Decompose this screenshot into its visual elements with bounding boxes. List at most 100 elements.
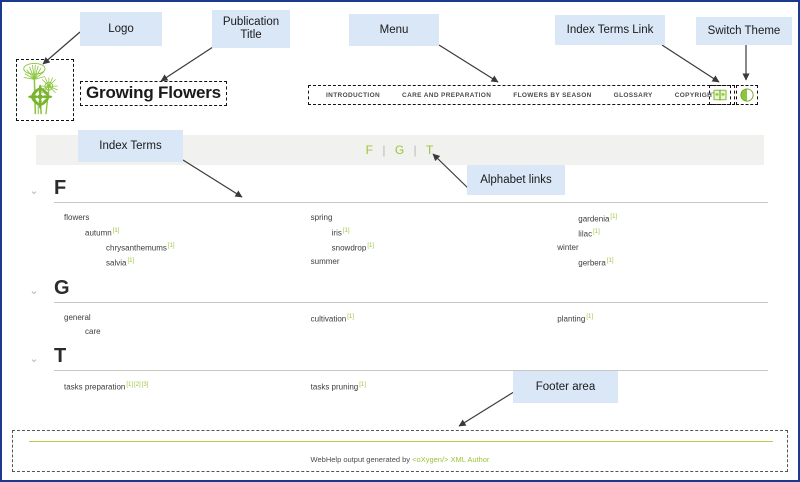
index-term-label: chrysanthemums [106, 243, 167, 253]
section-divider [54, 302, 768, 303]
alphabet-separator: | [413, 143, 418, 157]
index-term[interactable]: planting[1] [521, 311, 768, 326]
chevron-down-icon[interactable]: ⌄ [29, 353, 39, 365]
section-header: ⌄ F [28, 177, 768, 207]
callout-logo: Logo [80, 12, 162, 46]
index-term[interactable]: autumn[1] [28, 225, 275, 240]
index-term[interactable]: tasks pruning[1] [275, 379, 522, 394]
menu-item-care-and-preparation[interactable]: CARE AND PREPARATION [402, 91, 492, 99]
index-term[interactable]: snowdrop[1] [275, 240, 522, 255]
switch-theme-button[interactable] [736, 85, 758, 105]
index-column: spring iris[1] snowdrop[1] summer [275, 207, 522, 270]
section-letter: G [54, 277, 70, 299]
index-term[interactable]: gardenia[1] [521, 211, 768, 226]
menu-item-flowers-by-season[interactable]: FLOWERS BY SEASON [513, 91, 592, 99]
index-ref-link[interactable]: [2] [134, 382, 141, 388]
alphabet-link-t[interactable]: T [425, 143, 435, 157]
menu-item-glossary[interactable]: GLOSSARY [613, 91, 653, 99]
alphabet-link-f[interactable]: F [365, 143, 375, 157]
section-columns: general care cultivation[1] planting[1] [28, 307, 768, 338]
index-ref-link[interactable]: [1] [586, 314, 593, 320]
index-column: planting[1] [521, 307, 768, 338]
logo[interactable] [16, 59, 74, 121]
footer-divider [29, 441, 773, 442]
chevron-down-icon[interactable]: ⌄ [29, 185, 39, 197]
index-term[interactable]: summer [275, 255, 522, 269]
index-terms-link-button[interactable] [709, 85, 731, 105]
alphabet-link-g[interactable]: G [394, 143, 406, 157]
page-title: Growing Flowers [80, 81, 227, 106]
index-column: gardenia[1] lilac[1] winter gerbera[1] [521, 207, 768, 270]
index-term-label: summer [310, 256, 340, 266]
index-term[interactable]: tasks preparation[1][2][3] [28, 379, 275, 394]
index-term-label: spring [310, 213, 333, 222]
index-term[interactable]: iris[1] [275, 225, 522, 240]
index-column: general care [28, 307, 275, 338]
section-columns: tasks preparation[1][2][3] tasks pruning… [28, 375, 768, 394]
index-section-g: ⌄ G general care cultivation[1] planting… [28, 277, 768, 338]
menu-item-copyright[interactable]: COPYRIGHT [674, 91, 717, 99]
index-term-label: general [64, 313, 91, 322]
index-ref-link[interactable]: [1] [593, 229, 600, 236]
index-term[interactable]: lilac[1] [521, 226, 768, 241]
index-term[interactable]: gerbera[1] [521, 255, 768, 270]
index-term-label: winter [557, 243, 579, 253]
callout-index-terms: Index Terms [78, 130, 183, 162]
index-ref-link[interactable]: [1] [367, 242, 374, 249]
flowers-logo-icon [23, 62, 58, 115]
callout-index-terms-link: Index Terms Link [555, 15, 665, 45]
index-term[interactable]: salvia[1] [28, 255, 275, 270]
index-ref-link[interactable]: [1] [126, 382, 134, 388]
index-term[interactable]: general [28, 311, 275, 325]
index-term-label: tasks preparation [64, 382, 126, 392]
index-term-label: gerbera [578, 258, 606, 268]
index-column: flowers autumn[1] chrysanthemums[1] salv… [28, 207, 275, 270]
index-column: tasks preparation[1][2][3] [28, 375, 275, 394]
alphabet-separator: | [382, 143, 387, 157]
callout-footer-area: Footer area [513, 371, 618, 403]
index-ref-link[interactable]: [1] [610, 214, 618, 220]
index-term[interactable]: chrysanthemums[1] [28, 240, 275, 255]
footer-brand-link[interactable]: <oXygen/> XML Author [412, 455, 490, 464]
footer-text-prefix: WebHelp output generated by [310, 455, 413, 464]
chevron-down-icon[interactable]: ⌄ [29, 285, 39, 297]
index-column: cultivation[1] [275, 307, 522, 338]
section-letter: F [54, 177, 67, 199]
index-term-label: planting [557, 314, 586, 324]
index-term-label: lilac [578, 229, 593, 239]
index-ref-link[interactable]: [1] [112, 227, 120, 234]
index-ref-link[interactable]: [1] [359, 382, 366, 388]
index-term-label: gardenia [578, 214, 610, 224]
index-ref-link[interactable]: [1] [347, 314, 354, 320]
callout-alphabet-links: Alphabet links [467, 165, 565, 195]
index-term-label: autumn [85, 228, 112, 238]
callout-menu: Menu [349, 14, 439, 46]
index-ref-link[interactable]: [3] [141, 382, 149, 388]
theme-contrast-icon [740, 88, 754, 102]
index-terms-book-icon [713, 89, 727, 101]
index-ref-link[interactable]: [1] [606, 257, 614, 264]
index-term-label: cultivation [310, 314, 347, 324]
index-term-label: flowers [64, 213, 90, 222]
footer: WebHelp output generated by <oXygen/> XM… [12, 430, 788, 472]
index-term[interactable]: spring [275, 211, 522, 225]
index-term-label: salvia [106, 258, 127, 268]
index-term-label: tasks pruning [310, 382, 359, 392]
index-section-t: ⌄ T tasks preparation[1][2][3] tasks pru… [28, 345, 768, 394]
index-term[interactable]: cultivation[1] [275, 311, 522, 326]
callout-switch-theme: Switch Theme [696, 17, 792, 45]
section-header: ⌄ G [28, 277, 768, 307]
index-ref-link[interactable]: [1] [127, 257, 135, 264]
index-term[interactable]: flowers [28, 211, 275, 225]
main-menu: INTRODUCTION CARE AND PREPARATION FLOWER… [308, 85, 735, 105]
index-ref-link[interactable]: [1] [167, 242, 175, 249]
section-divider [54, 202, 768, 203]
index-term[interactable]: care [28, 325, 275, 339]
menu-item-introduction[interactable]: INTRODUCTION [326, 91, 381, 99]
index-ref-link[interactable]: [1] [342, 227, 350, 234]
index-term[interactable]: winter [521, 241, 768, 255]
section-divider [54, 370, 768, 371]
section-header: ⌄ T [28, 345, 768, 375]
